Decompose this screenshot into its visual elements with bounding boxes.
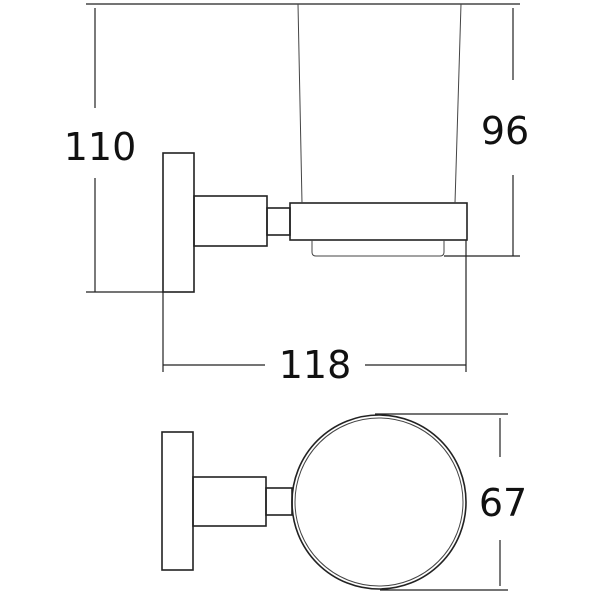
glass-cup [297, 3, 462, 204]
holder-ring-inner [294, 417, 464, 587]
dim-label-67: 67 [479, 481, 527, 525]
wall-plate-top [161, 431, 194, 571]
side-view: 110 96 118 [64, 3, 529, 387]
holder-ring-outer [291, 414, 467, 590]
dim-label-110: 110 [64, 125, 137, 169]
arm-neck [266, 207, 291, 236]
top-view: 67 [161, 413, 527, 591]
wall-plate [162, 152, 195, 293]
dim-label-118: 118 [279, 343, 352, 387]
cup-holder-ring [289, 202, 468, 241]
dim-label-96: 96 [481, 109, 529, 153]
arm-stem [193, 195, 268, 247]
cup-base [311, 240, 445, 257]
arm-stem-top [192, 476, 267, 527]
arm-neck-top [265, 487, 293, 516]
